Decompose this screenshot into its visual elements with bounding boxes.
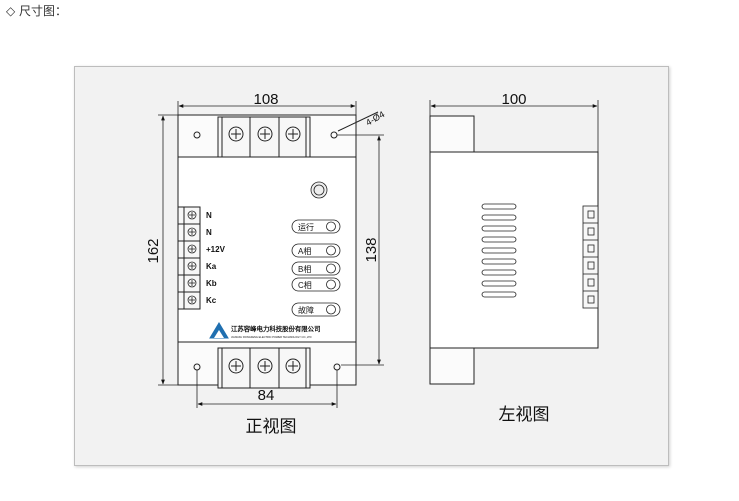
indicator-label: 故障 <box>298 305 314 315</box>
dim-holes-label: 4-Ø4 <box>364 109 386 128</box>
screw-icon <box>257 358 273 374</box>
screw-icon <box>285 126 301 142</box>
terminal-label: +12V <box>206 245 226 254</box>
bottom-terminal-block <box>217 347 311 389</box>
indicator-labels: 运行 A相 B相 C相 故障 <box>298 222 314 315</box>
side-terminal-strip <box>177 206 201 310</box>
company-name: 江苏容峰电力科技股份有限公司 <box>231 324 320 333</box>
terminal-label: N <box>206 211 212 220</box>
indicator-label: 运行 <box>298 222 314 232</box>
indicator-label: A相 <box>298 246 311 256</box>
hole-leader-line <box>337 111 379 132</box>
screw-icon <box>257 126 273 142</box>
page-heading: ◇ 尺寸图： <box>6 4 68 18</box>
side-view-caption: 左视图 <box>499 405 550 424</box>
front-view-caption: 正视图 <box>246 417 297 436</box>
screw-icon <box>285 358 301 374</box>
terminal-label: Ka <box>206 262 217 271</box>
dim-inner-height-label: 138 <box>363 237 380 262</box>
side-terminal-profile <box>582 205 599 309</box>
mounting-hole-top-left <box>193 131 201 139</box>
side-dimensions <box>429 100 599 152</box>
dim-depth-label: 100 <box>501 91 526 108</box>
indicator-label: C相 <box>298 280 312 290</box>
terminal-label: N <box>206 228 212 237</box>
side-view <box>429 100 599 385</box>
dim-hole-span-label: 84 <box>258 387 275 404</box>
front-dimensions <box>158 101 384 408</box>
terminal-label: Kb <box>206 279 217 288</box>
company-name-en: JIANGSU RONGFENG ELECTRIC POWER TECHNOLO… <box>231 335 312 339</box>
dim-width-label: 108 <box>253 91 278 108</box>
top-terminal-block <box>217 116 311 158</box>
front-view <box>158 101 384 408</box>
terminal-label: Kc <box>206 296 217 305</box>
screw-icon <box>228 358 244 374</box>
company-logo-icon <box>209 322 229 339</box>
indicator-label: B相 <box>298 264 311 274</box>
side-body <box>429 151 599 349</box>
certification-mark-icon <box>310 181 328 199</box>
indicator-boxes <box>291 219 341 317</box>
terminal-labels: N N +12V Ka Kb Kc <box>206 211 226 305</box>
screw-icon <box>228 126 244 142</box>
ventilation-slots <box>481 203 517 298</box>
dim-height-label: 162 <box>145 238 162 263</box>
